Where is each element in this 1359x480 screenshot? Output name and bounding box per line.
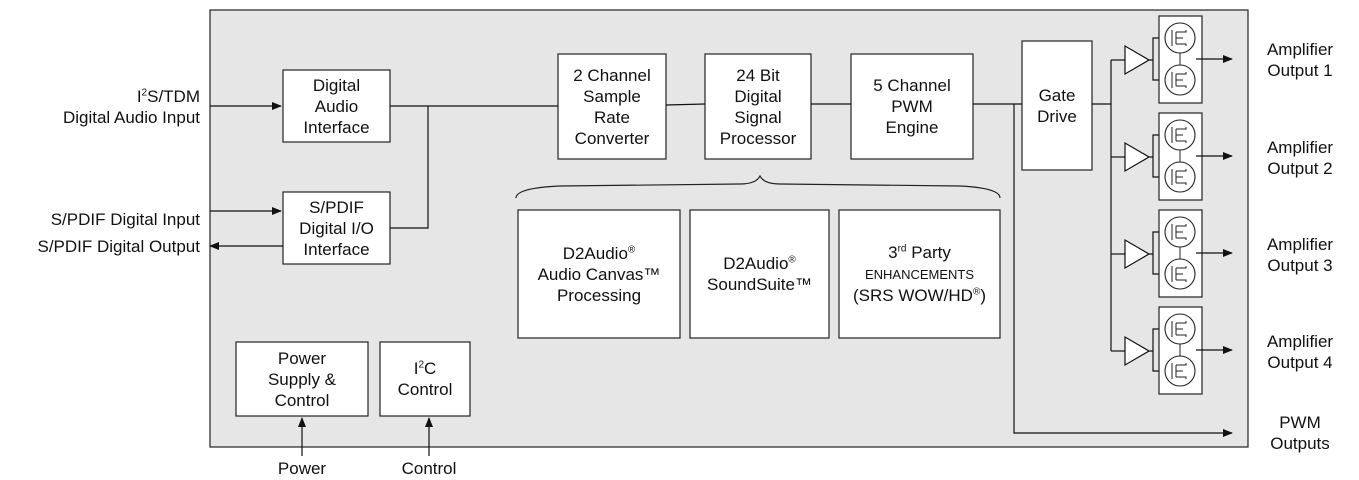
pwm-engine-block (850, 53, 974, 160)
pwm-outputs-line (1013, 104, 1233, 437)
spdif-output-label: S/PDIF Digital Output (37, 237, 200, 256)
soundsuite-block (689, 209, 830, 339)
i2s-main: S/TDM (147, 87, 200, 106)
gate-drive-block (1021, 40, 1093, 171)
i2s-line2: Digital Audio Input (62, 108, 200, 127)
amp-stage-4 (1111, 306, 1233, 395)
i2s-superscript: 2 (141, 87, 148, 99)
src-to-dsp-line (665, 103, 706, 106)
spdif-to-bus-line (390, 106, 429, 229)
power-supply-block (235, 341, 369, 417)
control-input-label: Control (401, 459, 457, 478)
i2c-control-block (379, 341, 471, 417)
audio-canvas-block (517, 209, 681, 339)
i2s-input-label: I2S/TDM Digital Audio Input (10, 86, 200, 128)
enhancement-brace (515, 174, 1001, 199)
i2s-prefix: I (136, 87, 142, 106)
amp-stage-2 (1111, 112, 1233, 201)
soundsuite-label: D2Audio®SoundSuite™ (707, 254, 812, 294)
spdif-interface-block (282, 191, 391, 265)
amp-stage-1 (1111, 15, 1233, 104)
spdif-input-label: S/PDIF Digital Input (50, 210, 200, 229)
sample-rate-converter-block (557, 53, 667, 160)
power-input-label: Power (277, 459, 327, 478)
dsp-block (704, 53, 812, 160)
digital-audio-interface-block (282, 69, 391, 143)
amp-stage-3 (1111, 209, 1233, 298)
third-party-block (838, 209, 1001, 339)
